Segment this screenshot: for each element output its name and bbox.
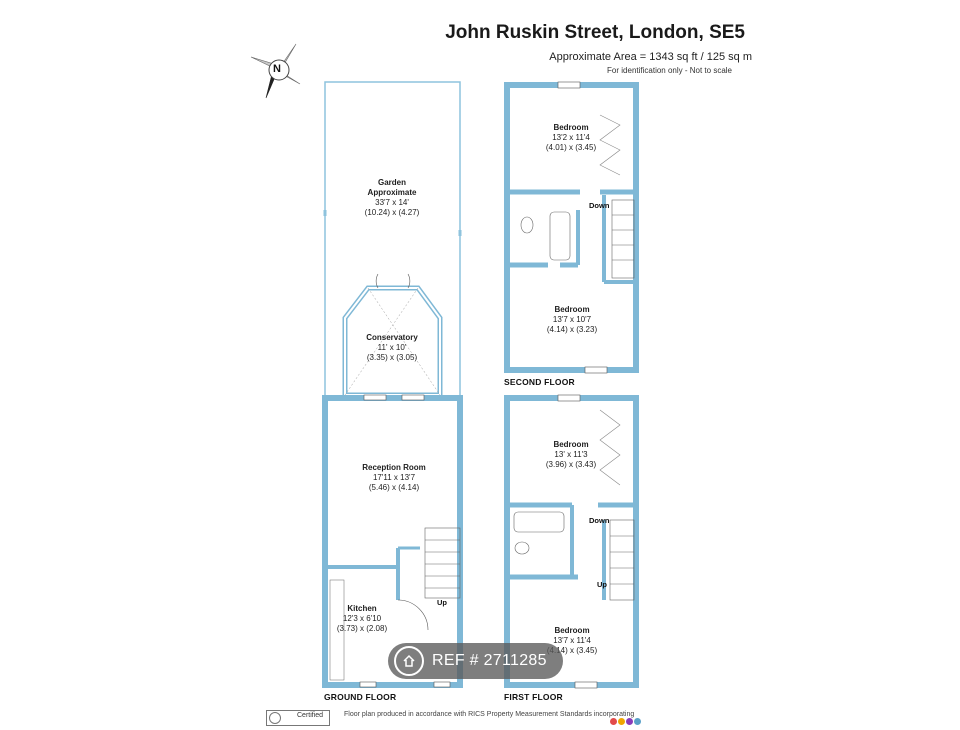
room-name: Garden: [377, 178, 407, 187]
room-name: Bedroom: [553, 440, 589, 449]
stairs-second-down: Down: [589, 201, 610, 210]
room-metric: (3.96) x (3.43): [545, 460, 597, 469]
room-imperial: 13'2 x 11'4: [552, 133, 590, 142]
compass-icon: [250, 43, 301, 99]
footer-text: Floor plan produced in accordance with R…: [344, 711, 635, 718]
room-kitchen: Kitchen 12'3 x 6'10 (3.73) x (2.08): [337, 604, 387, 634]
room-name: Kitchen: [347, 604, 377, 613]
compass-label: N: [273, 63, 281, 75]
label-ground-floor: GROUND FLOOR: [324, 692, 397, 702]
room-metric: (10.24) x (4.27): [364, 208, 420, 217]
room-name: Conservatory: [366, 333, 418, 342]
page-title: John Ruskin Street, London, SE5: [445, 22, 745, 43]
scale-note: For identification only - Not to scale: [607, 66, 732, 75]
room-imperial: 12'3 x 6'10: [342, 614, 382, 623]
badge-label: Certified: [297, 712, 324, 719]
room-second-bedroom-rear: Bedroom 13'7 x 10'7 (4.14) x (3.23): [547, 305, 597, 335]
room-name: Bedroom: [553, 123, 589, 132]
room-metric: (3.35) x (3.05): [366, 353, 418, 362]
room-metric: (3.73) x (2.08): [336, 624, 388, 633]
room-metric: (4.14) x (3.45): [546, 646, 598, 655]
room-imperial: 13' x 11'3: [554, 450, 588, 459]
stairs-ground-up: Up: [437, 598, 447, 607]
room-name: Reception Room: [362, 463, 426, 472]
ground-floor-plan: [322, 81, 463, 688]
room-imperial: 13'7 x 10'7: [552, 315, 592, 324]
room-reception: Reception Room 17'11 x 13'7 (5.46) x (4.…: [362, 463, 426, 493]
room-imperial: 33'7 x 14': [375, 198, 409, 207]
first-floor-plan: [504, 394, 639, 689]
second-floor-plan: [504, 81, 639, 374]
room-first-bedroom-rear: Bedroom 13'7 x 11'4 (4.14) x (3.45): [547, 626, 597, 656]
room-conservatory: Conservatory 11' x 10' (3.35) x (3.05): [366, 333, 418, 363]
room-metric: (4.14) x (3.23): [546, 325, 598, 334]
room-imperial: 13'7 x 11'4: [553, 636, 591, 645]
room-name: Bedroom: [554, 305, 590, 314]
room-name-line2: Approximate: [367, 188, 417, 197]
approximate-area: Approximate Area = 1343 sq ft / 125 sq m: [549, 51, 752, 63]
home-icon: [394, 646, 424, 676]
room-second-bedroom-front: Bedroom 13'2 x 11'4 (4.01) x (3.45): [546, 123, 596, 153]
footer-logo-dots: [610, 712, 642, 730]
room-metric: (4.01) x (3.45): [545, 143, 597, 152]
room-garden: Garden Approximate 33'7 x 14' (10.24) x …: [365, 178, 420, 218]
reference-watermark: REF # 2711285: [388, 643, 563, 679]
reference-number: REF # 2711285: [432, 652, 547, 669]
certification-badge: Certified: [266, 710, 330, 726]
stairs-first-up: Up: [597, 580, 607, 589]
room-imperial: 17'11 x 13'7: [372, 473, 416, 482]
stairs-first-down: Down: [589, 516, 610, 525]
room-first-bedroom-front: Bedroom 13' x 11'3 (3.96) x (3.43): [546, 440, 596, 470]
room-name: Bedroom: [554, 626, 590, 635]
room-metric: (5.46) x (4.14): [368, 483, 420, 492]
room-imperial: 11' x 10': [377, 343, 407, 352]
certified-icon: [269, 712, 281, 724]
label-second-floor: SECOND FLOOR: [504, 377, 575, 387]
label-first-floor: FIRST FLOOR: [504, 692, 563, 702]
